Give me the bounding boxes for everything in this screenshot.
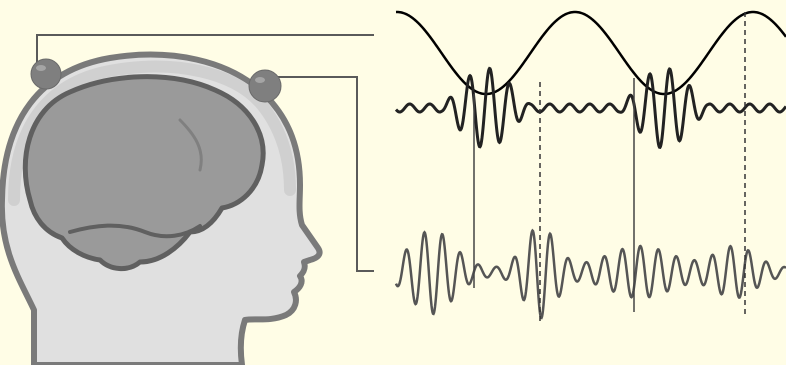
- slow-oscillation-trace: [396, 12, 786, 94]
- fast-oscillation-uncoupled-trace: [396, 231, 786, 318]
- electrode-back-highlight: [255, 77, 265, 83]
- fast-oscillation-coupled-trace: [396, 68, 786, 147]
- electrode-front-icon: [31, 59, 61, 89]
- electrode-front-highlight: [36, 65, 46, 71]
- signal-traces: [396, 12, 786, 322]
- head-illustration: [2, 55, 320, 365]
- electrode-back-icon: [249, 70, 281, 102]
